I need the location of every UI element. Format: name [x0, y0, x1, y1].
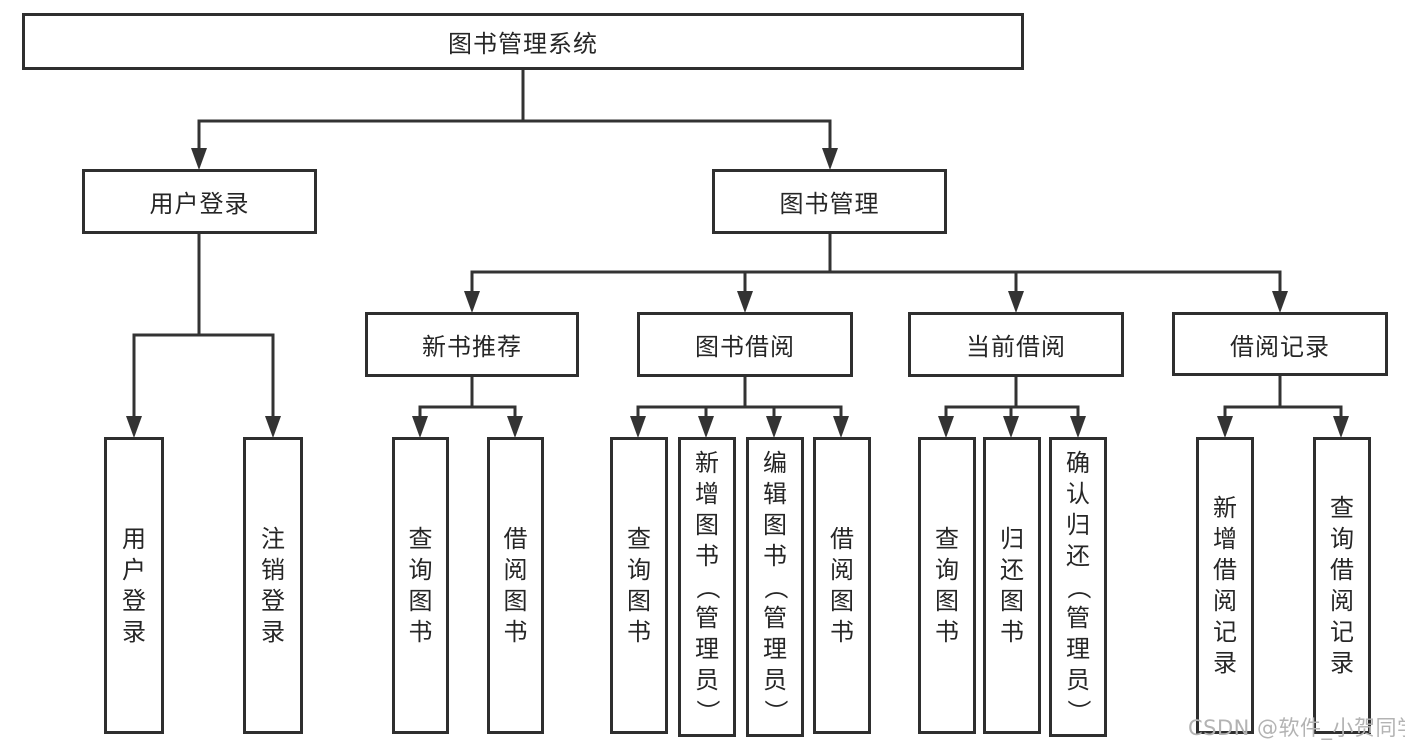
connector-book-management-to-level3 — [470, 231, 1282, 295]
leaf-query-borrow-record-label: 查询借阅记录 — [1330, 493, 1354, 677]
leaf-query-book-2: 查询图书 — [610, 437, 668, 734]
leaf-add-borrow-record-label: 新增借阅记录 — [1213, 493, 1237, 677]
leaf-confirm-return-admin: 确认归还（管理员） — [1049, 437, 1107, 737]
leaf-return-book-label: 归还图书 — [1000, 524, 1024, 646]
connector-root-to-level2 — [197, 67, 832, 152]
leaf-query-book-1-label: 查询图书 — [408, 524, 433, 646]
connector-user-login-to-leaves — [132, 232, 275, 420]
leaf-return-book: 归还图书 — [983, 437, 1041, 734]
leaf-borrow-book-1: 借阅图书 — [487, 437, 544, 734]
node-book-management-label: 图书管理 — [779, 190, 880, 218]
node-book-borrow: 图书借阅 — [637, 312, 853, 377]
leaf-borrow-book-2: 借阅图书 — [813, 437, 871, 734]
node-root-label: 图书管理系统 — [448, 30, 598, 58]
leaf-add-book-admin-label: 新增图书（管理员） — [693, 448, 722, 724]
leaf-query-book-3: 查询图书 — [918, 437, 976, 734]
leaf-edit-book-admin: 编辑图书（管理员） — [746, 437, 804, 737]
node-borrow-record: 借阅记录 — [1172, 312, 1388, 376]
connector-book-borrow-to-leaves — [636, 374, 843, 420]
leaf-edit-book-admin-label: 编辑图书（管理员） — [761, 448, 790, 724]
leaf-logout-label: 注销登录 — [261, 524, 285, 646]
leaf-query-book-2-label: 查询图书 — [627, 524, 651, 646]
leaf-query-book-3-label: 查询图书 — [935, 524, 959, 646]
leaf-user-login: 用户登录 — [104, 437, 164, 734]
node-borrow-record-label: 借阅记录 — [1230, 332, 1330, 361]
leaf-query-book-1: 查询图书 — [392, 437, 449, 734]
node-user-login: 用户登录 — [82, 169, 317, 234]
node-new-book-recommend: 新书推荐 — [365, 312, 579, 377]
node-root: 图书管理系统 — [22, 13, 1024, 70]
node-current-borrow-label: 当前借阅 — [966, 333, 1066, 361]
node-book-management: 图书管理 — [712, 169, 947, 234]
leaf-add-borrow-record: 新增借阅记录 — [1196, 437, 1254, 734]
leaf-add-book-admin: 新增图书（管理员） — [678, 437, 736, 737]
leaf-user-login-label: 用户登录 — [122, 524, 146, 646]
leaf-borrow-book-2-label: 借阅图书 — [830, 524, 854, 646]
node-current-borrow: 当前借阅 — [908, 312, 1124, 377]
leaf-logout: 注销登录 — [243, 437, 303, 734]
csdn-watermark: CSDN @软件_小贺同学 — [1188, 716, 1405, 740]
leaf-borrow-book-1-label: 借阅图书 — [503, 524, 528, 646]
connector-borrow-record-to-leaves — [1223, 374, 1343, 420]
leaf-confirm-return-admin-label: 确认归还（管理员） — [1064, 448, 1093, 724]
connector-current-borrow-to-leaves — [944, 374, 1080, 420]
node-user-login-label: 用户登录 — [149, 190, 250, 218]
node-book-borrow-label: 图书借阅 — [695, 333, 795, 361]
connector-new-book-to-leaves — [418, 374, 517, 420]
leaf-query-borrow-record: 查询借阅记录 — [1313, 437, 1371, 734]
node-new-book-recommend-label: 新书推荐 — [422, 333, 522, 361]
